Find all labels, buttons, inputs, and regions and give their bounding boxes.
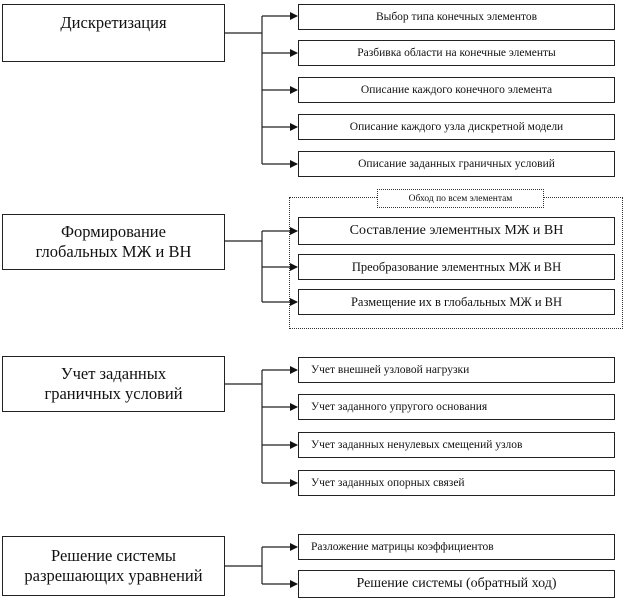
step-box: Выбор типа конечных элементов <box>298 4 615 30</box>
step-label: Размещение их в глобальных МЖ и ВН <box>350 295 563 309</box>
stage-title: Учет заданных граничных условий <box>44 364 183 403</box>
step-label: Выбор типа конечных элементов <box>375 11 538 23</box>
step-box: Учет заданных опорных связей <box>298 470 615 496</box>
step-box: Описание каждого узла дискретной модели <box>298 114 615 140</box>
stage-solving: Решение системы разрешающих уравнений <box>2 536 225 596</box>
loop-label-text: Обход по всем элементам <box>408 193 513 204</box>
step-box: Учет заданных ненулевых смещений узлов <box>298 432 615 458</box>
step-label: Преобразование элементных МЖ и ВН <box>351 260 562 274</box>
stage-title: Решение системы разрешающих уравнений <box>24 546 203 585</box>
step-box: Составление элементных МЖ и ВН <box>298 217 615 245</box>
step-label: Учет заданных ненулевых смещений узлов <box>311 439 523 451</box>
step-label: Описание каждого конечного элемента <box>360 84 553 96</box>
loop-label: Обход по всем элементам <box>377 189 544 208</box>
step-box: Разбивка области на конечные элементы <box>298 40 615 66</box>
step-label: Составление элементных МЖ и ВН <box>349 223 564 238</box>
step-box: Размещение их в глобальных МЖ и ВН <box>298 289 615 315</box>
stage-boundary-conditions: Учет заданных граничных условий <box>2 356 225 412</box>
stage-assembly: Формирование глобальных МЖ и ВН <box>2 214 225 270</box>
step-box: Преобразование элементных МЖ и ВН <box>298 254 615 280</box>
stage-discretization: Дискретизация <box>2 4 225 62</box>
step-label: Описание заданных граничных условий <box>358 158 555 170</box>
step-box: Учет заданного упругого основания <box>298 394 615 420</box>
stage-title: Формирование глобальных МЖ и ВН <box>35 222 192 261</box>
step-box: Разложение матрицы коэффициентов <box>298 534 615 560</box>
step-label: Разложение матрицы коэффициентов <box>311 541 494 553</box>
step-label: Учет заданных опорных связей <box>311 477 465 489</box>
step-box: Описание каждого конечного элемента <box>298 77 615 103</box>
step-label: Решение системы (обратный ход) <box>356 576 557 591</box>
step-box: Описание заданных граничных условий <box>298 151 615 177</box>
step-label: Описание каждого узла дискретной модели <box>349 121 564 133</box>
step-label: Учет заданного упругого основания <box>311 401 488 413</box>
step-box: Учет внешней узловой нагрузки <box>298 357 615 383</box>
step-label: Разбивка области на конечные элементы <box>357 47 556 59</box>
step-box: Решение системы (обратный ход) <box>298 570 615 598</box>
stage-title: Дискретизация <box>60 13 167 32</box>
step-label: Учет внешней узловой нагрузки <box>311 364 470 376</box>
